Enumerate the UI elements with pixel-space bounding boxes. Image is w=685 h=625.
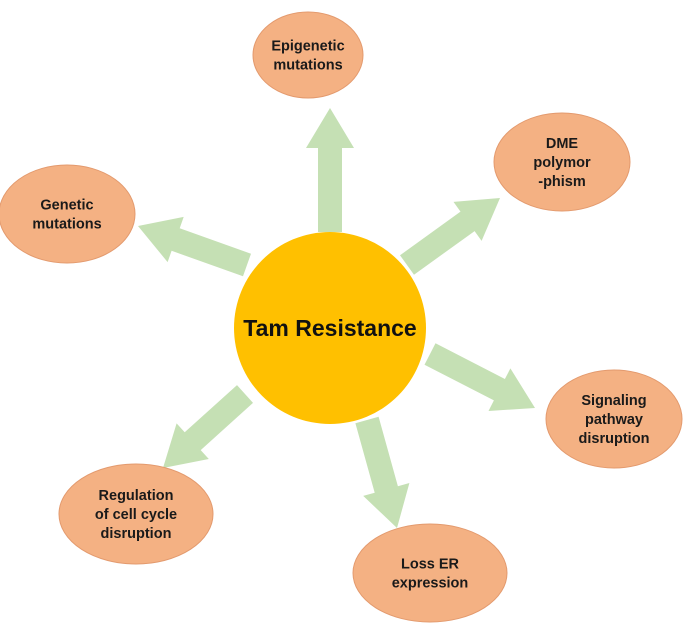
node-label-line: pathway — [585, 412, 643, 428]
node-label-line: disruption — [101, 526, 172, 542]
node-cell-cycle: Regulation of cell cycle disruption — [58, 463, 214, 565]
arrow-to-signaling — [424, 343, 535, 411]
node-label-line: -phism — [538, 174, 586, 190]
node-label: Regulation of cell cycle disruption — [95, 488, 177, 542]
arrow-to-epigenetic — [306, 108, 354, 232]
node-label: Genetic mutations — [32, 198, 101, 233]
arrows — [138, 108, 535, 528]
node-epigenetic: Epigenetic mutations — [252, 11, 364, 99]
node-label-line: DME — [546, 136, 579, 152]
node-label-line: expression — [392, 576, 469, 592]
arrow-to-genetic — [138, 216, 251, 277]
node-ellipse — [545, 369, 683, 469]
node-ellipse — [493, 112, 631, 212]
node-signaling: Signaling pathway disruption — [545, 369, 683, 469]
node-label-line: Regulation — [99, 488, 174, 504]
node-label-line: Genetic — [40, 198, 93, 214]
node-label: Loss ER expression — [392, 557, 469, 592]
node-ellipse — [252, 11, 364, 99]
node-dme: DME polymor -phism — [493, 112, 631, 212]
center-label: Tam Resistance — [243, 315, 416, 341]
node-ellipse — [58, 463, 214, 565]
center-circle — [234, 232, 426, 424]
node-label: Signaling pathway disruption — [579, 393, 650, 447]
node-genetic: Genetic mutations — [0, 164, 136, 264]
arrow-to-dme — [400, 198, 500, 275]
node-label-line: Signaling — [581, 393, 646, 409]
arrow-to-cell-cycle — [163, 385, 253, 468]
node-label-line: disruption — [579, 431, 650, 447]
node-ellipse — [0, 164, 136, 264]
node-label-line: mutations — [32, 217, 101, 233]
node-loss-er: Loss ER expression — [352, 523, 508, 623]
node-label-line: polymor — [533, 155, 591, 171]
center-group: Tam Resistance — [234, 232, 426, 424]
node-label-line: mutations — [273, 58, 342, 74]
node-label: DME polymor -phism — [533, 136, 591, 190]
node-label: Epigenetic mutations — [271, 39, 344, 74]
node-label-line: Loss ER — [401, 557, 460, 573]
arrow-to-loss-er — [355, 416, 410, 528]
node-ellipse — [352, 523, 508, 623]
node-label-line: Epigenetic — [271, 39, 344, 55]
node-label-line: of cell cycle — [95, 507, 177, 523]
